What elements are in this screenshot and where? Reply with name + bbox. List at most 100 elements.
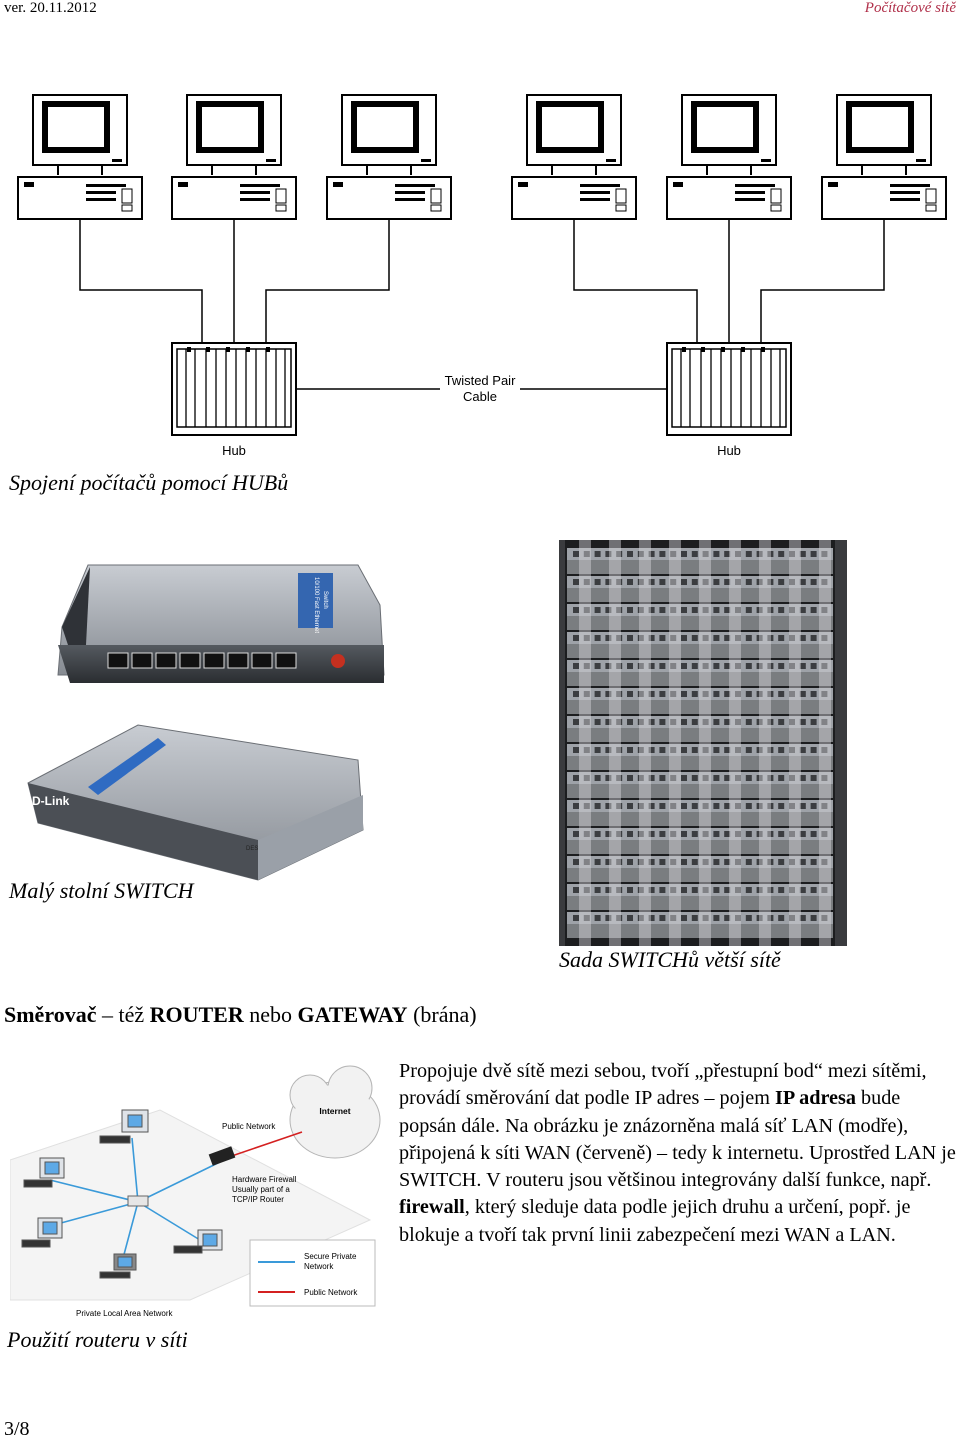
hub-label: Hub xyxy=(717,443,741,458)
patch-port xyxy=(789,579,795,585)
patch-port xyxy=(756,831,763,837)
paragraph-term: firewall xyxy=(399,1196,465,1219)
patch-port xyxy=(616,719,623,725)
cable-bundle xyxy=(567,896,833,910)
patch-port xyxy=(810,607,817,613)
patch-port xyxy=(702,915,709,921)
patch-port xyxy=(799,579,806,585)
patch-port xyxy=(573,915,579,921)
patch-port xyxy=(583,579,590,585)
patch-port xyxy=(789,775,795,781)
patch-port xyxy=(799,635,806,641)
patch-port xyxy=(713,607,720,613)
patch-port xyxy=(735,663,741,669)
patch-port xyxy=(627,579,633,585)
patch-port xyxy=(767,551,774,557)
version-label: ver. 20.11.2012 xyxy=(4,0,97,16)
patch-port xyxy=(691,551,698,557)
patch-port xyxy=(573,859,579,865)
patch-port xyxy=(681,915,687,921)
patch-port xyxy=(745,635,752,641)
cable-bundle xyxy=(729,540,741,946)
patch-port xyxy=(627,831,633,837)
patch-port xyxy=(627,607,633,613)
patch-port xyxy=(767,887,774,893)
patch-port xyxy=(616,579,623,585)
patch-port xyxy=(681,719,687,725)
patch-port xyxy=(724,887,731,893)
patch-port xyxy=(659,719,666,725)
hub-icon xyxy=(666,342,792,436)
patch-panel xyxy=(567,548,833,560)
patch-port xyxy=(724,635,731,641)
patch-port xyxy=(648,887,655,893)
patch-port xyxy=(681,551,687,557)
patch-port xyxy=(659,775,666,781)
patch-port xyxy=(745,551,752,557)
patch-port xyxy=(724,775,731,781)
patch-port xyxy=(745,803,752,809)
cable-bundle xyxy=(567,756,833,770)
patch-port xyxy=(681,831,687,837)
patch-port xyxy=(573,831,579,837)
patch-port xyxy=(799,831,806,837)
paragraph-term: IP adresa xyxy=(775,1087,856,1110)
patch-port xyxy=(670,887,677,893)
patch-port xyxy=(821,803,828,809)
router-network-diagram: Internet Public Network Hardware Firewal… xyxy=(10,1065,381,1318)
patch-port xyxy=(778,887,785,893)
switch-rack-caption: Sada SWITCHů větší sítě xyxy=(559,947,781,972)
patch-port xyxy=(648,635,655,641)
patch-port xyxy=(605,747,612,753)
patch-port xyxy=(799,719,806,725)
patch-port xyxy=(799,551,806,557)
paragraph-text: Propojuje dvě sítě mezi sebou, tvoří „př… xyxy=(399,1060,927,1110)
patch-port xyxy=(605,859,612,865)
patch-port xyxy=(605,887,612,893)
patch-port xyxy=(735,887,741,893)
patch-port xyxy=(670,719,677,725)
patch-port xyxy=(713,663,720,669)
cable-bundle xyxy=(609,540,621,946)
patch-port xyxy=(670,635,677,641)
patch-port xyxy=(605,775,612,781)
patch-port xyxy=(691,887,698,893)
patch-panel xyxy=(567,632,833,644)
patch-port xyxy=(605,551,612,557)
patch-port xyxy=(616,803,623,809)
patch-port xyxy=(745,775,752,781)
patch-port xyxy=(756,803,763,809)
patch-port xyxy=(659,607,666,613)
patch-port xyxy=(767,691,774,697)
patch-port xyxy=(821,915,828,921)
patch-port xyxy=(821,859,828,865)
patch-port xyxy=(735,775,741,781)
patch-port xyxy=(702,803,709,809)
workstation-icon xyxy=(23,1157,65,1188)
patch-port xyxy=(789,607,795,613)
public-network-label: Public Network xyxy=(222,1122,276,1131)
patch-port xyxy=(810,551,817,557)
heading-text: nebo xyxy=(243,1002,298,1027)
patch-port xyxy=(767,915,774,921)
patch-port xyxy=(573,551,579,557)
patch-port xyxy=(659,663,666,669)
patch-port xyxy=(713,635,720,641)
patch-port xyxy=(724,747,731,753)
patch-port xyxy=(648,747,655,753)
patch-port xyxy=(789,747,795,753)
document-title: Počítačové sítě xyxy=(864,0,956,16)
patch-port xyxy=(691,747,698,753)
patch-port xyxy=(670,859,677,865)
patch-port xyxy=(605,719,612,725)
patch-port xyxy=(637,775,644,781)
heading-term: ROUTER xyxy=(149,1002,244,1027)
patch-port xyxy=(735,915,741,921)
patch-port xyxy=(637,831,644,837)
patch-port xyxy=(778,915,785,921)
patch-port xyxy=(583,663,590,669)
patch-port xyxy=(724,607,731,613)
patch-port xyxy=(670,579,677,585)
patch-port xyxy=(821,719,828,725)
patch-port xyxy=(702,607,709,613)
